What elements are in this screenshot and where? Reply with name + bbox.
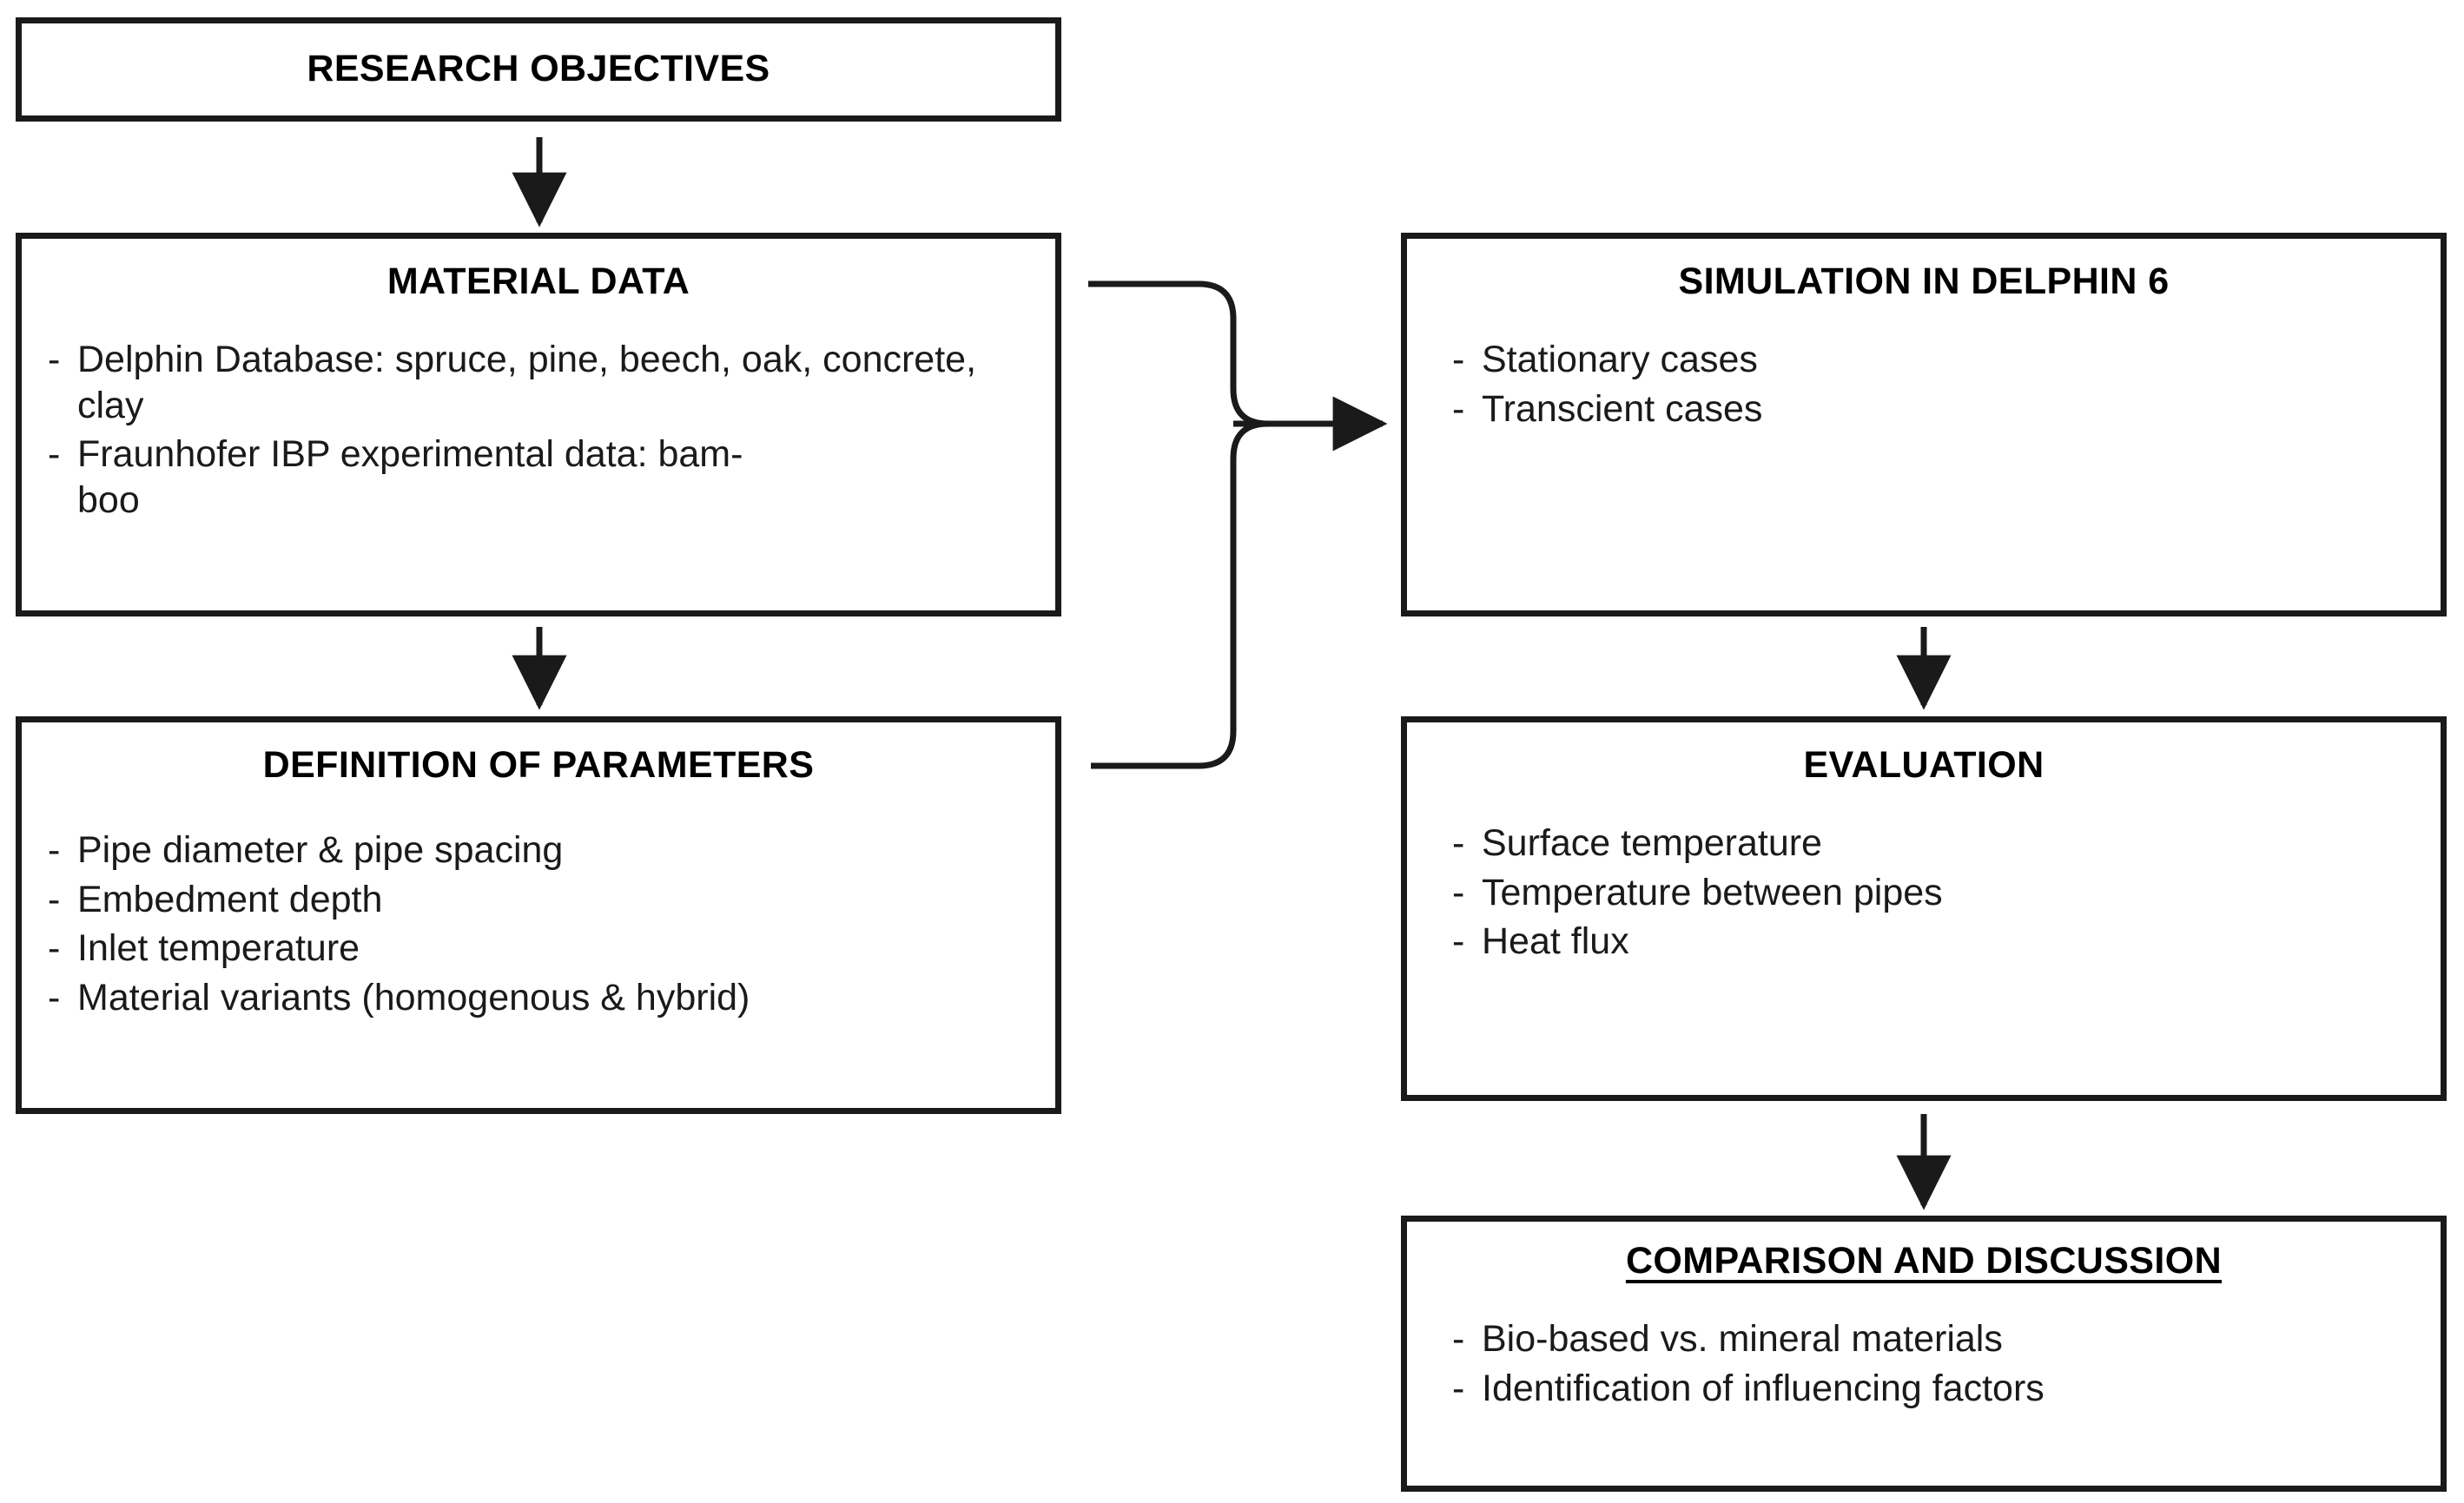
list-item-label: Material variants (homogenous & hybrid) — [77, 976, 750, 1018]
box-material-data: MATERIAL DATA -Delphin Database: spruce,… — [16, 233, 1061, 616]
box-title-comparison-and-discussion: COMPARISON AND DISCUSSION — [1625, 1240, 2223, 1282]
bullet-dash: - — [1452, 822, 1465, 865]
box-evaluation: EVALUATION -Surface temperature -Tempera… — [1401, 716, 2447, 1101]
bullet-dash: - — [48, 433, 61, 476]
list-item-label: Identification of influencing factors — [1482, 1367, 2045, 1409]
list-item-label: Heat flux — [1482, 920, 1629, 963]
bullet-list-evaluation: -Surface temperature -Temperature betwee… — [1452, 821, 2414, 967]
box-research-objectives: RESEARCH OBJECTIVES — [16, 17, 1061, 122]
box-title-definition-of-parameters: DEFINITION OF PARAMETERS — [262, 744, 815, 786]
list-item: -Transcient cases — [1452, 386, 2414, 432]
list-item-label: Fraunhofer IBP experimental data: bam- b… — [77, 433, 743, 521]
bullet-list-comparison: -Bio-based vs. mineral materials -Identi… — [1452, 1316, 2414, 1414]
list-item-label: Pipe diameter & pipe spacing — [77, 829, 564, 872]
bullet-dash: - — [48, 878, 61, 920]
bullet-dash: - — [1452, 339, 1465, 381]
bullet-list-definition-of-parameters: -Pipe diameter & pipe spacing -Embedment… — [48, 827, 1029, 1024]
list-item: -Surface temperature — [1452, 821, 2414, 866]
box-title-material-data: MATERIAL DATA — [386, 260, 690, 302]
box-simulation-in-delphin: SIMULATION IN DELPHIN 6 -Stationary case… — [1401, 233, 2447, 616]
list-item-label: Transcient cases — [1482, 387, 1763, 430]
list-item: -Temperature between pipes — [1452, 870, 2414, 915]
list-item: -Material variants (homogenous & hybrid) — [48, 975, 1029, 1020]
list-item: -Delphin Database: spruce, pine, beech, … — [48, 337, 1029, 428]
bullet-dash: - — [48, 927, 61, 970]
bullet-dash: - — [48, 339, 61, 381]
list-item: -Pipe diameter & pipe spacing — [48, 827, 1029, 873]
connector-parameters-to-simulation — [1091, 420, 1269, 769]
bullet-dash: - — [1452, 920, 1465, 963]
bullet-dash: - — [48, 829, 61, 872]
list-item-label: Bio-based vs. mineral materials — [1482, 1318, 2003, 1361]
connector-material-to-simulation — [1088, 280, 1269, 427]
list-item-label: Delphin Database: spruce, pine, beech, o… — [77, 339, 977, 426]
bullet-dash: - — [1452, 387, 1465, 430]
list-item-label: Embedment depth — [77, 878, 383, 920]
bullet-dash: - — [1452, 1318, 1465, 1361]
list-item: -Fraunhofer IBP experimental data: bam- … — [48, 432, 1029, 523]
box-title-research-objectives: RESEARCH OBJECTIVES — [307, 48, 770, 90]
box-comparison-and-discussion: COMPARISON AND DISCUSSION -Bio-based vs.… — [1401, 1216, 2447, 1492]
list-item: -Bio-based vs. mineral materials — [1452, 1316, 2414, 1361]
list-item-label: Temperature between pipes — [1482, 871, 1943, 913]
list-item: -Stationary cases — [1452, 337, 2414, 382]
list-item: -Heat flux — [1452, 919, 2414, 964]
bullet-list-simulation: -Stationary cases -Transcient cases — [1452, 337, 2414, 435]
box-title-evaluation: EVALUATION — [1803, 744, 2045, 786]
list-item: -Identification of influencing factors — [1452, 1366, 2414, 1411]
list-item-label: Surface temperature — [1482, 822, 1822, 865]
list-item: -Embedment depth — [48, 877, 1029, 922]
list-item-label: Inlet temperature — [77, 927, 360, 970]
bullet-dash: - — [1452, 1367, 1465, 1409]
box-definition-of-parameters: DEFINITION OF PARAMETERS -Pipe diameter … — [16, 716, 1061, 1114]
bullet-dash: - — [1452, 871, 1465, 913]
bullet-dash: - — [48, 976, 61, 1018]
bullet-list-material-data: -Delphin Database: spruce, pine, beech, … — [48, 337, 1029, 526]
list-item: -Inlet temperature — [48, 926, 1029, 971]
box-title-simulation-in-delphin: SIMULATION IN DELPHIN 6 — [1678, 260, 2170, 302]
list-item-label: Stationary cases — [1482, 339, 1758, 381]
